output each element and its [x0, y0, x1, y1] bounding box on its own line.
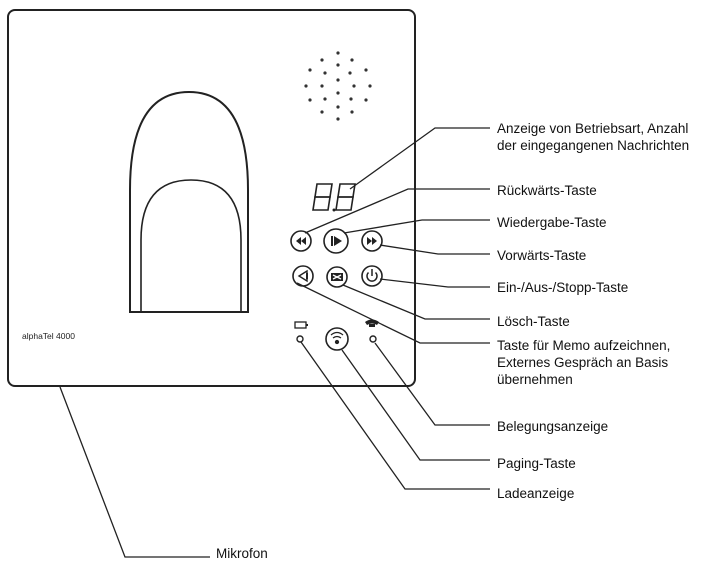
segment-display: [312, 183, 356, 211]
brand-label: alphaTel 4000: [22, 331, 75, 341]
leader-rewind: [304, 188, 490, 234]
leader-power: [379, 278, 490, 288]
device-base: [7, 9, 416, 387]
leader-forward: [379, 244, 490, 255]
display-dot: [332, 208, 336, 212]
leader-display: [349, 127, 490, 190]
callout-power: Ein-/Aus-/Stopp-Taste: [497, 280, 629, 295]
callout-memo: Taste für Memo aufzeichnen, Externes Ges…: [497, 338, 671, 387]
leader-microphone: [59, 386, 210, 558]
callout-play: Wiedergabe-Taste: [497, 215, 607, 230]
callout-charge-indicator: Ladeanzeige: [497, 486, 575, 501]
handset-cradle-inner: [140, 179, 242, 312]
power-icon: [366, 269, 378, 282]
delete-button[interactable]: [326, 266, 348, 288]
speaker-grille: [304, 51, 372, 121]
memo-icon: [297, 269, 308, 283]
charge-led: [296, 335, 304, 343]
leader-lines: [59, 127, 490, 558]
rewind-button[interactable]: [290, 230, 312, 252]
callout-paging: Paging-Taste: [497, 456, 576, 471]
leader-delete: [342, 284, 490, 320]
paging-icon: [330, 331, 344, 345]
callout-line-indicator: Belegungsanzeige: [497, 419, 609, 434]
play-icon: [331, 236, 342, 246]
handset-cradle-outer: [129, 90, 249, 313]
paging-button[interactable]: [325, 327, 349, 351]
forward-button[interactable]: [361, 230, 383, 252]
battery-icon: [294, 321, 308, 329]
delete-icon: [331, 273, 343, 281]
callout-forward: Vorwärts-Taste: [497, 248, 587, 263]
callout-display: Anzeige von Betriebsart, Anzahl der eing…: [497, 121, 690, 153]
callout-delete: Lösch-Taste: [497, 314, 570, 329]
power-button[interactable]: [361, 265, 383, 287]
line-led: [369, 335, 377, 343]
leader-memo: [296, 282, 490, 344]
play-button[interactable]: [323, 228, 349, 254]
leader-charge: [300, 341, 490, 490]
memo-button[interactable]: [292, 265, 314, 287]
fast-forward-icon: [367, 237, 377, 245]
leader-line-indicator: [374, 342, 490, 426]
leader-paging: [341, 349, 490, 461]
leader-play: [343, 219, 490, 234]
rewind-icon: [296, 237, 306, 245]
callout-rewind: Rückwärts-Taste: [497, 183, 597, 198]
callout-microphone: Mikrofon: [216, 546, 268, 561]
